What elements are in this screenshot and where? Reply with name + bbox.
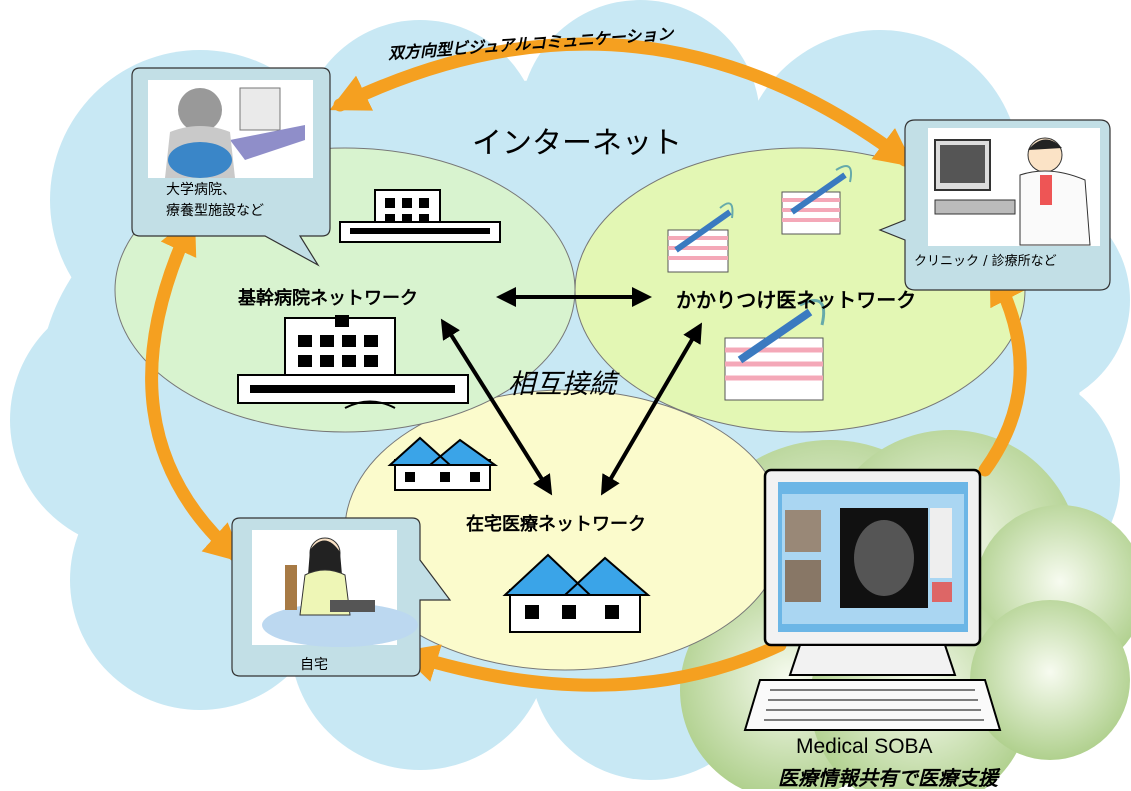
- core-network-label: 基幹病院ネットワーク: [238, 288, 418, 309]
- house-icon: [387, 436, 499, 491]
- doctor-at-computer-illustration: [928, 128, 1100, 246]
- arrow-family-home: [600, 322, 703, 496]
- clinic-syringe-icon: [781, 165, 852, 235]
- medical-soba-computer: [743, 468, 1002, 731]
- arrow-right-product-clinic: [978, 264, 1027, 477]
- callout-clinic: [878, 119, 1111, 291]
- arrow-top-visual-communication: [329, 37, 915, 168]
- arrow-core-home: [440, 318, 553, 496]
- callout-home: [231, 517, 452, 677]
- mutual-connection-label: 相互接続: [508, 369, 616, 400]
- product-tagline: 医療情報共有で医療支援: [778, 766, 998, 790]
- clinic-syringe-icon: [724, 299, 826, 401]
- university-callout-label: 大学病院、 療養型施設など: [166, 182, 264, 219]
- house-icon: [502, 553, 651, 633]
- hospital-building-icon: [339, 189, 501, 243]
- home-callout-label: 自宅: [300, 657, 328, 673]
- clinic-callout-label: クリニック / 診療所など: [914, 254, 1057, 269]
- arrow-left-university-home: [145, 214, 244, 563]
- clinic-syringe-icon: [667, 202, 734, 273]
- arrow-bottom-product-home: [398, 638, 787, 692]
- woman-with-laptop-illustration: [252, 530, 418, 647]
- callout-university: [131, 67, 331, 267]
- home-network-label: 在宅医療ネットワーク: [466, 514, 646, 535]
- internet-label: インターネット: [472, 126, 682, 161]
- family-doctor-network-label: かかりつけ医ネットワーク: [676, 288, 917, 312]
- product-name: Medical SOBA: [796, 735, 933, 758]
- doctor-at-desk-illustration: [148, 80, 313, 178]
- hospital-building-icon: [237, 315, 469, 409]
